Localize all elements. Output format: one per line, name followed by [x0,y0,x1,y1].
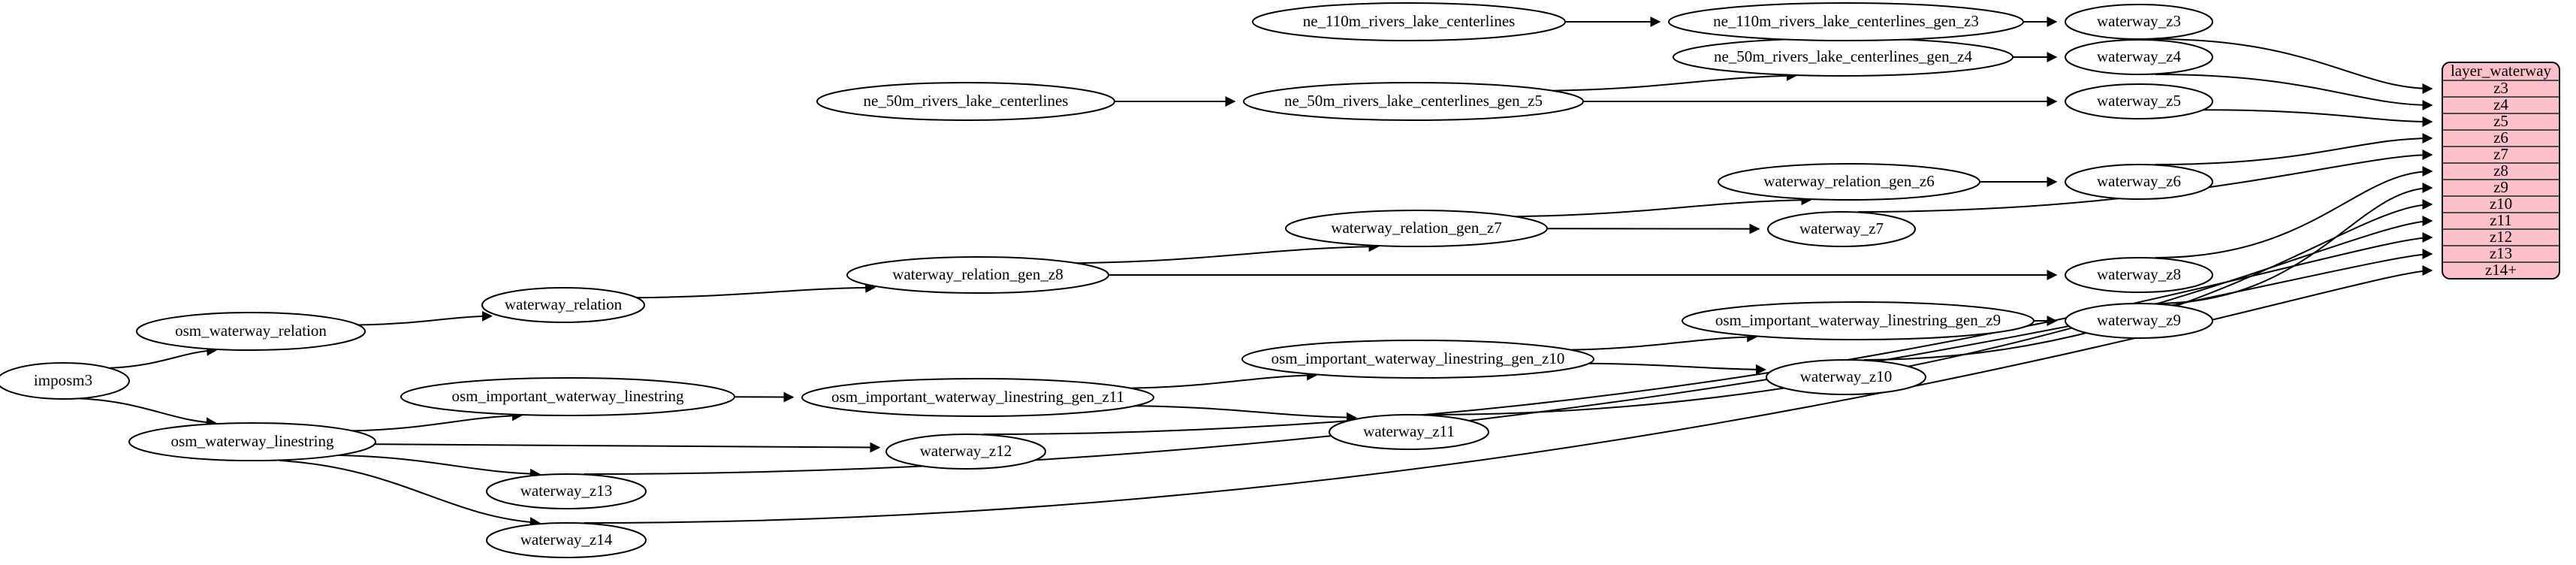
edge-waterway_z5-to-layer_waterway_z5 [2203,109,2433,127]
node-waterway_z11[interactable]: waterway_z11 [1329,414,1489,450]
node-waterway_z12[interactable]: waterway_z12 [885,434,1046,470]
node-label: ne_50m_rivers_lake_centerlines_gen_z4 [1714,47,1973,65]
node-waterway_z14[interactable]: waterway_z14 [486,522,647,558]
edge-ne_50m_rivers_lake_centerlines_gen_z5-to-ne_50m_rivers_lake_centerlines_gen_z4 [1552,70,1797,92]
table-row-z14plus[interactable]: z14+ [2485,261,2517,279]
node-label: waterway_z7 [1799,219,1884,237]
node-waterway_relation[interactable]: waterway_relation [481,287,645,323]
node-label: ne_110m_rivers_lake_centerlines_gen_z3 [1713,12,1979,30]
table-row-z10[interactable]: z10 [2490,195,2512,213]
table-outline [2442,62,2560,279]
edge-osm_waterway_linestring-to-waterway_z12 [374,442,881,453]
edge-osm_important_waterway_linestring_gen_z11-to-osm_important_waterway_linestring_gen_z10 [1130,370,1318,389]
node-label: waterway_z11 [1363,422,1455,440]
edge-imposm3-to-osm_waterway_relation [109,345,218,369]
node-waterway_z5[interactable]: waterway_z5 [2065,83,2213,119]
node-waterway_z3[interactable]: waterway_z3 [2065,4,2213,40]
node-ne_110m_rivers_lake_centerlines_gen_z3[interactable]: ne_110m_rivers_lake_centerlines_gen_z3 [1668,2,2024,41]
node-label: waterway_relation_gen_z7 [1331,219,1501,237]
node-waterway_relation_gen_z8[interactable]: waterway_relation_gen_z8 [846,256,1109,294]
table-row-z5[interactable]: z5 [2493,112,2508,130]
node-ne_50m_rivers_lake_centerlines[interactable]: ne_50m_rivers_lake_centerlines [816,82,1115,121]
node-waterway_z9[interactable]: waterway_z9 [2065,303,2213,339]
edge-osm_waterway_linestring-to-waterway_z14 [279,460,541,528]
node-label: osm_important_waterway_linestring_gen_z1… [831,388,1124,406]
edge-osm_important_waterway_linestring_gen_z10-to-waterway_z10 [1588,362,1766,375]
node-layer: imposm3 osm_waterway_relation osm_waterway… [0,2,2213,558]
edge-waterway_relation-to-waterway_relation_gen_z8 [636,282,876,299]
table-row-z13[interactable]: z13 [2490,244,2512,262]
node-label: waterway_relation_gen_z8 [892,265,1063,283]
node-label: waterway_z10 [1800,367,1892,385]
table-row-z12[interactable]: z12 [2490,228,2512,246]
edge-osm_waterway_linestring-to-waterway_z13 [338,454,541,479]
node-label: osm_waterway_linestring [171,432,334,450]
table-row-z4[interactable]: z4 [2493,95,2508,113]
edge-waterway_z6-to-layer_waterway_z6 [2155,133,2433,165]
node-label: waterway_z3 [2097,12,2181,30]
node-waterway_z13[interactable]: waterway_z13 [486,473,647,509]
node-waterway_z7[interactable]: waterway_z7 [1767,211,1916,247]
edge-waterway_z10-to-layer_waterway_z10 [1863,199,2433,361]
node-label: osm_waterway_relation [175,322,327,340]
node-osm_waterway_relation[interactable]: osm_waterway_relation [136,312,366,351]
node-label: ne_110m_rivers_lake_centerlines [1303,12,1516,30]
table-row-z6[interactable]: z6 [2493,128,2508,147]
node-osm_important_waterway_linestring[interactable]: osm_important_waterway_linestring [400,377,735,416]
node-label: waterway_z9 [2097,311,2181,329]
node-label: waterway_z8 [2097,265,2181,283]
node-waterway_z4[interactable]: waterway_z4 [2065,39,2213,75]
edge-waterway_z9-to-layer_waterway_z9 [2155,183,2433,304]
edge-osm_important_waterway_linestring_gen_z11-to-waterway_z11 [1135,405,1357,423]
node-waterway_relation_gen_z7[interactable]: waterway_relation_gen_z7 [1285,210,1548,247]
edge-waterway_z8-to-layer_waterway_z8 [2155,166,2433,258]
node-waterway_relation_gen_z6[interactable]: waterway_relation_gen_z6 [1718,163,1980,201]
node-label: ne_50m_rivers_lake_centerlines [864,92,1069,110]
node-osm_important_waterway_linestring_gen_z10[interactable]: osm_important_waterway_linestring_gen_z1… [1241,340,1594,379]
node-label: waterway_z12 [920,442,1012,460]
node-label: waterway_z6 [2097,172,2181,190]
node-label: osm_important_waterway_linestring_gen_z9 [1715,311,2001,329]
edge-osm_waterway_relation-to-waterway_relation [357,310,493,326]
node-imposm3[interactable]: imposm3 [0,362,130,400]
node-label: waterway_relation_gen_z6 [1763,172,1934,190]
node-label: waterway_z4 [2097,47,2181,65]
table-row-z11[interactable]: z11 [2490,211,2512,229]
table-row-z7[interactable]: z7 [2493,145,2508,163]
edge-imposm3-to-osm_waterway_linestring [78,397,217,428]
edge-waterway_z3-to-layer_waterway_z3 [2155,38,2433,94]
node-osm_important_waterway_linestring_gen_z11[interactable]: osm_important_waterway_linestring_gen_z1… [801,378,1154,417]
node-osm_waterway_linestring[interactable]: osm_waterway_linestring [128,422,376,461]
edge-waterway_z14-to-layer_waterway_z14_ [584,265,2433,524]
table-header-label: layer_waterway [2451,62,2552,80]
node-ne_50m_rivers_lake_centerlines_gen_z5[interactable]: ne_50m_rivers_lake_centerlines_gen_z5 [1243,82,1584,121]
table-row-z9[interactable]: z9 [2493,178,2508,196]
edge-osm_waterway_linestring-to-osm_important_waterway_linestring [352,410,523,432]
edge-osm_important_waterway_linestring_gen_z10-to-osm_important_waterway_linestring_gen_z9 [1570,331,1758,351]
node-waterway_z6[interactable]: waterway_z6 [2065,164,2213,200]
node-label: imposm3 [34,371,92,389]
node-osm_important_waterway_linestring_gen_z9[interactable]: osm_important_waterway_linestring_gen_z9 [1682,301,2035,340]
node-label: waterway_z5 [2097,92,2181,110]
node-label: ne_50m_rivers_lake_centerlines_gen_z5 [1284,92,1543,110]
node-waterway_z8[interactable]: waterway_z8 [2065,257,2213,293]
node-ne_50m_rivers_lake_centerlines_gen_z4[interactable]: ne_50m_rivers_lake_centerlines_gen_z4 [1673,38,2013,77]
table-row-z3[interactable]: z3 [2493,79,2508,97]
node-label: waterway_z13 [520,482,612,500]
table-row-z8[interactable]: z8 [2493,162,2508,180]
node-label: osm_important_waterway_linestring_gen_z1… [1271,349,1565,367]
node-ne_110m_rivers_lake_centerlines[interactable]: ne_110m_rivers_lake_centerlines [1252,2,1566,41]
edge-waterway_z4-to-layer_waterway_z4 [2155,74,2433,110]
node-label: waterway_z14 [520,530,613,548]
edge-waterway_relation_gen_z8-to-waterway_relation_gen_z7 [1075,241,1380,264]
node-label: waterway_relation [505,295,623,313]
layer-waterway-table[interactable]: layer_waterwayz3z4z5z6z7z8z9z10z11z12z13… [2442,62,2560,279]
node-waterway_z10[interactable]: waterway_z10 [1766,359,1926,395]
node-label: osm_important_waterway_linestring [451,387,684,405]
edge-waterway_relation_gen_z7-to-waterway_relation_gen_z6 [1514,195,1812,218]
edge-waterway_z7-to-layer_waterway_z7 [1857,150,2433,213]
edge-waterway_z12-to-layer_waterway_z12 [983,232,2433,435]
